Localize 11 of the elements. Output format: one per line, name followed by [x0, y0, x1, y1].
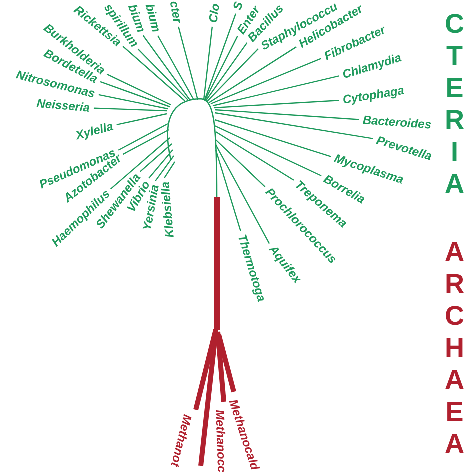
taxon-label: Bacteroides: [362, 113, 432, 132]
taxon-label: cter: [167, 0, 185, 24]
domain-label: ARCHAEA: [444, 236, 466, 460]
taxon-label: Cytophaga: [342, 83, 406, 107]
domain-label: CTERIA: [444, 8, 466, 200]
taxon-label: Klebsiella: [158, 181, 177, 238]
taxon-label: Xylella: [74, 119, 115, 143]
taxon-label: bium: [142, 2, 164, 34]
taxon-label: Neisseria: [36, 96, 91, 115]
taxon-label: Clo: [206, 2, 223, 24]
taxon-label: Methanocc: [213, 410, 230, 473]
